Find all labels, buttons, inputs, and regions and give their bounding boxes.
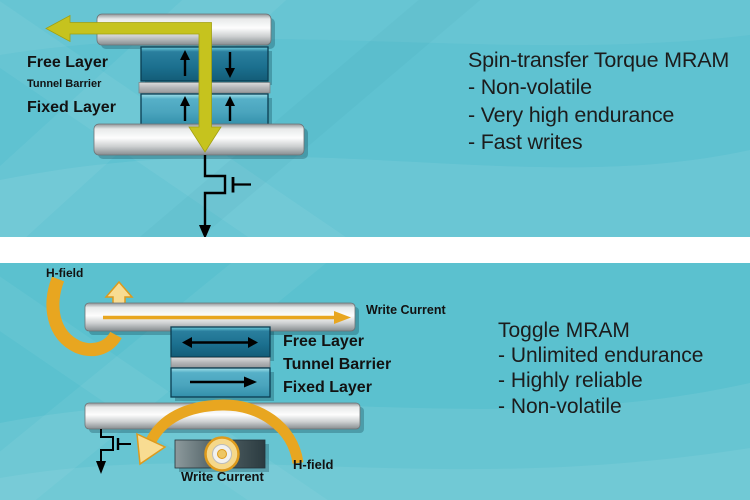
stt-mram-diagram xyxy=(0,0,750,237)
write-current-top-label: Write Current xyxy=(366,303,446,317)
toggle-mram-title: Toggle MRAM xyxy=(498,319,630,342)
toggle-mram-text-block: Toggle MRAM - Unlimited endurance - High… xyxy=(498,318,703,419)
spin-up-arrow-icon xyxy=(225,96,235,121)
write-current-bottom-label: Write Current xyxy=(181,469,264,484)
toggle-mram-diagram xyxy=(0,263,750,500)
spin-arrows xyxy=(180,50,235,121)
toggle-mram-panel: H-field Write Current Free Layer Tunnel … xyxy=(0,263,750,500)
panel-divider xyxy=(0,237,750,263)
spin-down-arrow-icon xyxy=(225,52,235,78)
write-current-arrow-icon xyxy=(103,311,351,324)
current-out-of-page-icon xyxy=(174,436,266,472)
stt-bullet: - Very high endurance xyxy=(468,102,675,127)
tunnel-barrier-box xyxy=(170,357,271,368)
left-down-write-current-arrow-icon xyxy=(45,14,222,153)
toggle-bullet: - Highly reliable xyxy=(498,369,643,393)
stt-mram-title: Spin-transfer Torque MRAM xyxy=(468,48,730,72)
h-field-arc-icon xyxy=(136,399,304,466)
toggle-bullet: - Unlimited endurance xyxy=(498,344,704,368)
stt-mram-panel: Free Layer Tunnel Barrier Fixed Layer Sp… xyxy=(0,0,750,237)
h-field-ribbon-icon xyxy=(46,276,122,357)
fixed-layer-label: Fixed Layer xyxy=(27,99,116,116)
spin-up-arrow-icon xyxy=(180,96,190,121)
free-layer-label: Free Layer xyxy=(283,333,364,350)
spin-up-arrow-icon xyxy=(180,50,190,76)
tunnel-barrier-label: Tunnel Barrier xyxy=(27,78,102,90)
tunnel-barrier-label: Tunnel Barrier xyxy=(283,356,392,373)
stt-bullet: - Fast writes xyxy=(468,130,583,155)
transistor-icon xyxy=(96,429,131,474)
magnetization-arrows xyxy=(182,337,258,388)
h-field-bottom-label: H-field xyxy=(293,457,334,472)
fixed-layer-label: Fixed Layer xyxy=(283,379,372,396)
stt-bullet: - Non-volatile xyxy=(468,75,592,100)
stt-mram-text-block: Spin-transfer Torque MRAM - Non-volatile… xyxy=(468,47,729,157)
toggle-bullet: - Non-volatile xyxy=(498,394,622,418)
magnetization-double-arrow-icon xyxy=(182,337,258,348)
h-field-top-label: H-field xyxy=(46,266,84,280)
transistor-icon xyxy=(199,155,251,237)
magnetization-right-arrow-icon xyxy=(190,376,257,388)
free-layer-label: Free Layer xyxy=(27,54,108,71)
